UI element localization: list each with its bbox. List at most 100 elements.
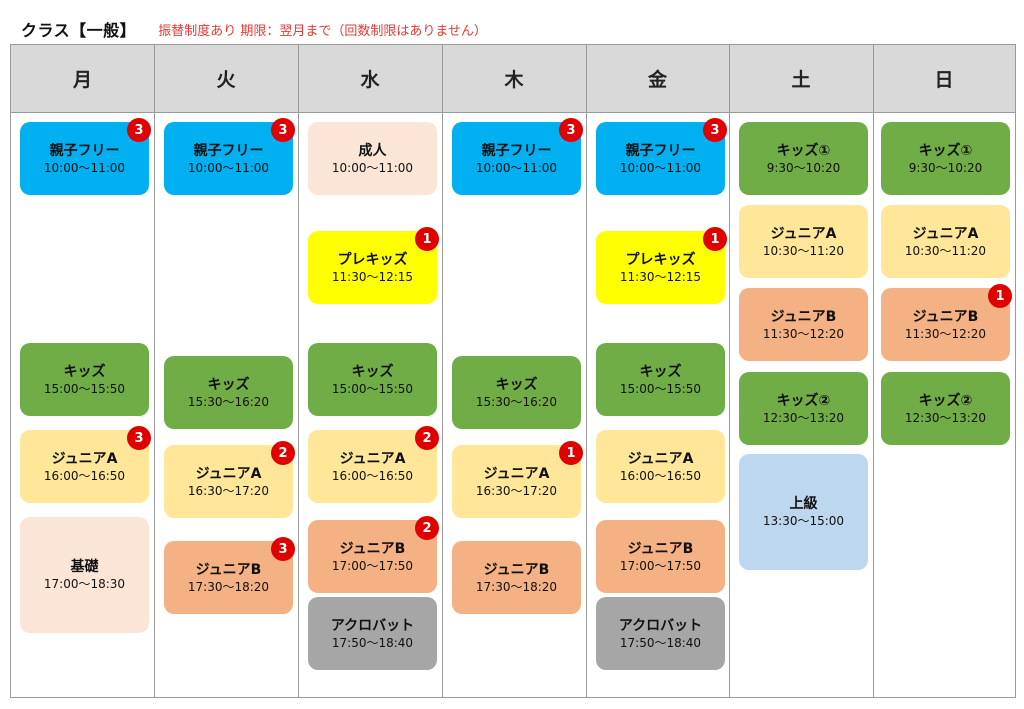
class-name: キッズ (63, 363, 106, 380)
class-time: 17:00～17:50 (331, 558, 414, 573)
class-card-oyako-free[interactable]: 親子フリー 10:00～11:00 3 (452, 118, 583, 195)
class-card-junior-a[interactable]: ジュニアA 16:30～17:20 2 (164, 441, 295, 518)
class-card-prekids[interactable]: プレキッズ 11:30～12:15 1 (308, 227, 439, 304)
column-divider (154, 45, 155, 697)
class-card-junior-a[interactable]: ジュニアA 16:00～16:50 3 (20, 426, 151, 503)
count-badge: 2 (415, 426, 439, 450)
class-time: 10:30～11:20 (762, 243, 845, 258)
count-badge: 3 (703, 118, 727, 142)
day-header-sun: 日 (873, 45, 1015, 113)
class-card-kids[interactable]: キッズ 15:30～16:20 (452, 356, 581, 429)
class-time: 17:30～18:20 (475, 579, 558, 594)
class-time: 10:00～11:00 (43, 160, 126, 175)
class-time: 16:00～16:50 (43, 468, 126, 483)
class-card-kids-2[interactable]: キッズ② 12:30～13:20 (881, 372, 1010, 445)
class-time: 11:30～12:20 (762, 326, 845, 341)
class-time: 11:30～12:20 (904, 326, 987, 341)
class-card-kids-1[interactable]: キッズ① 9:30～10:20 (881, 122, 1010, 195)
class-card-kids[interactable]: キッズ 15:00～15:50 (596, 343, 725, 416)
class-card-oyako-free[interactable]: 親子フリー 10:00～11:00 3 (164, 118, 295, 195)
class-card-oyako-free[interactable]: 親子フリー 10:00～11:00 3 (596, 118, 727, 195)
class-card-acrobat[interactable]: アクロバット 17:50～18:40 (308, 597, 437, 670)
day-header-tue: 火 (154, 45, 298, 113)
day-header-fri: 金 (586, 45, 729, 113)
class-name: 親子フリー (193, 142, 264, 159)
class-name: ジュニアB (483, 561, 550, 578)
count-badge: 1 (559, 441, 583, 465)
class-card-junior-a[interactable]: ジュニアA 16:00～16:50 (596, 430, 725, 503)
class-name: キッズ (495, 376, 538, 393)
class-card-kids[interactable]: キッズ 15:30～16:20 (164, 356, 293, 429)
class-name: ジュニアB (627, 540, 694, 557)
class-time: 17:50～18:40 (619, 635, 702, 650)
class-name: 上級 (789, 496, 818, 512)
class-card-seijin[interactable]: 成人 10:00～11:00 (308, 122, 437, 195)
class-name: ジュニアB (339, 540, 406, 557)
class-card-junior-a[interactable]: ジュニアA 16:00～16:50 2 (308, 426, 439, 503)
class-card-junior-b[interactable]: ジュニアB 17:00～17:50 (596, 520, 725, 593)
class-name: キッズ② (776, 392, 831, 409)
class-card-junior-b[interactable]: ジュニアB 17:30～18:20 3 (164, 537, 295, 614)
class-time: 13:30～15:00 (762, 514, 845, 528)
class-time: 11:30～12:15 (331, 269, 414, 284)
day-header-sat: 土 (729, 45, 873, 113)
class-name: ジュニアA (627, 450, 694, 467)
class-time: 17:50～18:40 (331, 635, 414, 650)
class-name: 成人 (358, 142, 387, 159)
class-name: 親子フリー (625, 142, 696, 159)
class-name: ジュニアA (912, 225, 979, 242)
class-name: アクロバット (330, 617, 415, 634)
day-header-thu: 木 (442, 45, 586, 113)
day-header-wed: 水 (298, 45, 442, 113)
class-card-kids[interactable]: キッズ 15:00～15:50 (308, 343, 437, 416)
class-card-acrobat[interactable]: アクロバット 17:50～18:40 (596, 597, 725, 670)
class-card-junior-b[interactable]: ジュニアB 17:30～18:20 (452, 541, 581, 614)
count-badge: 1 (988, 284, 1012, 308)
class-name: キッズ (639, 363, 682, 380)
class-card-kiso[interactable]: 基礎 17:00～18:30 (20, 517, 149, 633)
class-time: 17:30～18:20 (187, 579, 270, 594)
page-header: クラス【一般】 振替制度あり 期限：翌月まで（回数制限はありません） (21, 14, 487, 44)
count-badge: 2 (415, 516, 439, 540)
class-card-oyako-free[interactable]: 親子フリー 10:00～11:00 3 (20, 118, 151, 195)
class-card-junior-b[interactable]: ジュニアB 11:30～12:20 1 (881, 284, 1012, 361)
class-time: 11:30～12:15 (619, 269, 702, 284)
class-card-junior-b[interactable]: ジュニアB 11:30～12:20 (739, 288, 868, 361)
class-time: 15:00～15:50 (331, 381, 414, 396)
class-card-junior-a[interactable]: ジュニアA 10:30～11:20 (739, 205, 868, 278)
class-name: キッズ (351, 363, 394, 380)
class-name: ジュニアA (483, 465, 550, 482)
class-name: プレキッズ (625, 251, 696, 268)
class-name: 親子フリー (49, 142, 120, 159)
class-name: アクロバット (618, 617, 703, 634)
class-time: 9:30～10:20 (766, 160, 841, 175)
count-badge: 3 (271, 118, 295, 142)
class-card-prekids[interactable]: プレキッズ 11:30～12:15 1 (596, 227, 727, 304)
class-name: ジュニアA (51, 450, 118, 467)
class-card-junior-a[interactable]: ジュニアA 16:30～17:20 1 (452, 441, 583, 518)
class-card-kids[interactable]: キッズ 15:00～15:50 (20, 343, 149, 416)
day-header-mon: 月 (11, 45, 154, 113)
class-name: プレキッズ (337, 251, 408, 268)
weekly-schedule-table: 月 火 水 木 金 土 日 親子フリー 10:00～11:00 3 キッズ 15… (10, 44, 1016, 698)
class-time: 9:30～10:20 (908, 160, 983, 175)
class-card-kids-2[interactable]: キッズ② 12:30～13:20 (739, 372, 868, 445)
class-card-junior-a[interactable]: ジュニアA 10:30～11:20 (881, 205, 1010, 278)
class-card-kids-1[interactable]: キッズ① 9:30～10:20 (739, 122, 868, 195)
class-card-advanced[interactable]: 上級 13:30～15:00 (739, 454, 868, 570)
column-divider (586, 45, 587, 697)
column-divider (873, 45, 874, 697)
class-time: 10:00～11:00 (331, 160, 414, 175)
class-card-junior-b[interactable]: ジュニアB 17:00～17:50 2 (308, 516, 439, 593)
class-time: 15:00～15:50 (43, 381, 126, 396)
page-title: クラス【一般】 (21, 21, 137, 40)
class-name: 親子フリー (481, 142, 552, 159)
class-time: 16:00～16:50 (331, 468, 414, 483)
count-badge: 3 (127, 426, 151, 450)
class-time: 16:00～16:50 (619, 468, 702, 483)
class-time: 15:30～16:20 (475, 394, 558, 409)
count-badge: 3 (559, 118, 583, 142)
class-name: キッズ (207, 376, 250, 393)
class-time: 15:00～15:50 (619, 381, 702, 396)
class-name: ジュニアA (339, 450, 406, 467)
